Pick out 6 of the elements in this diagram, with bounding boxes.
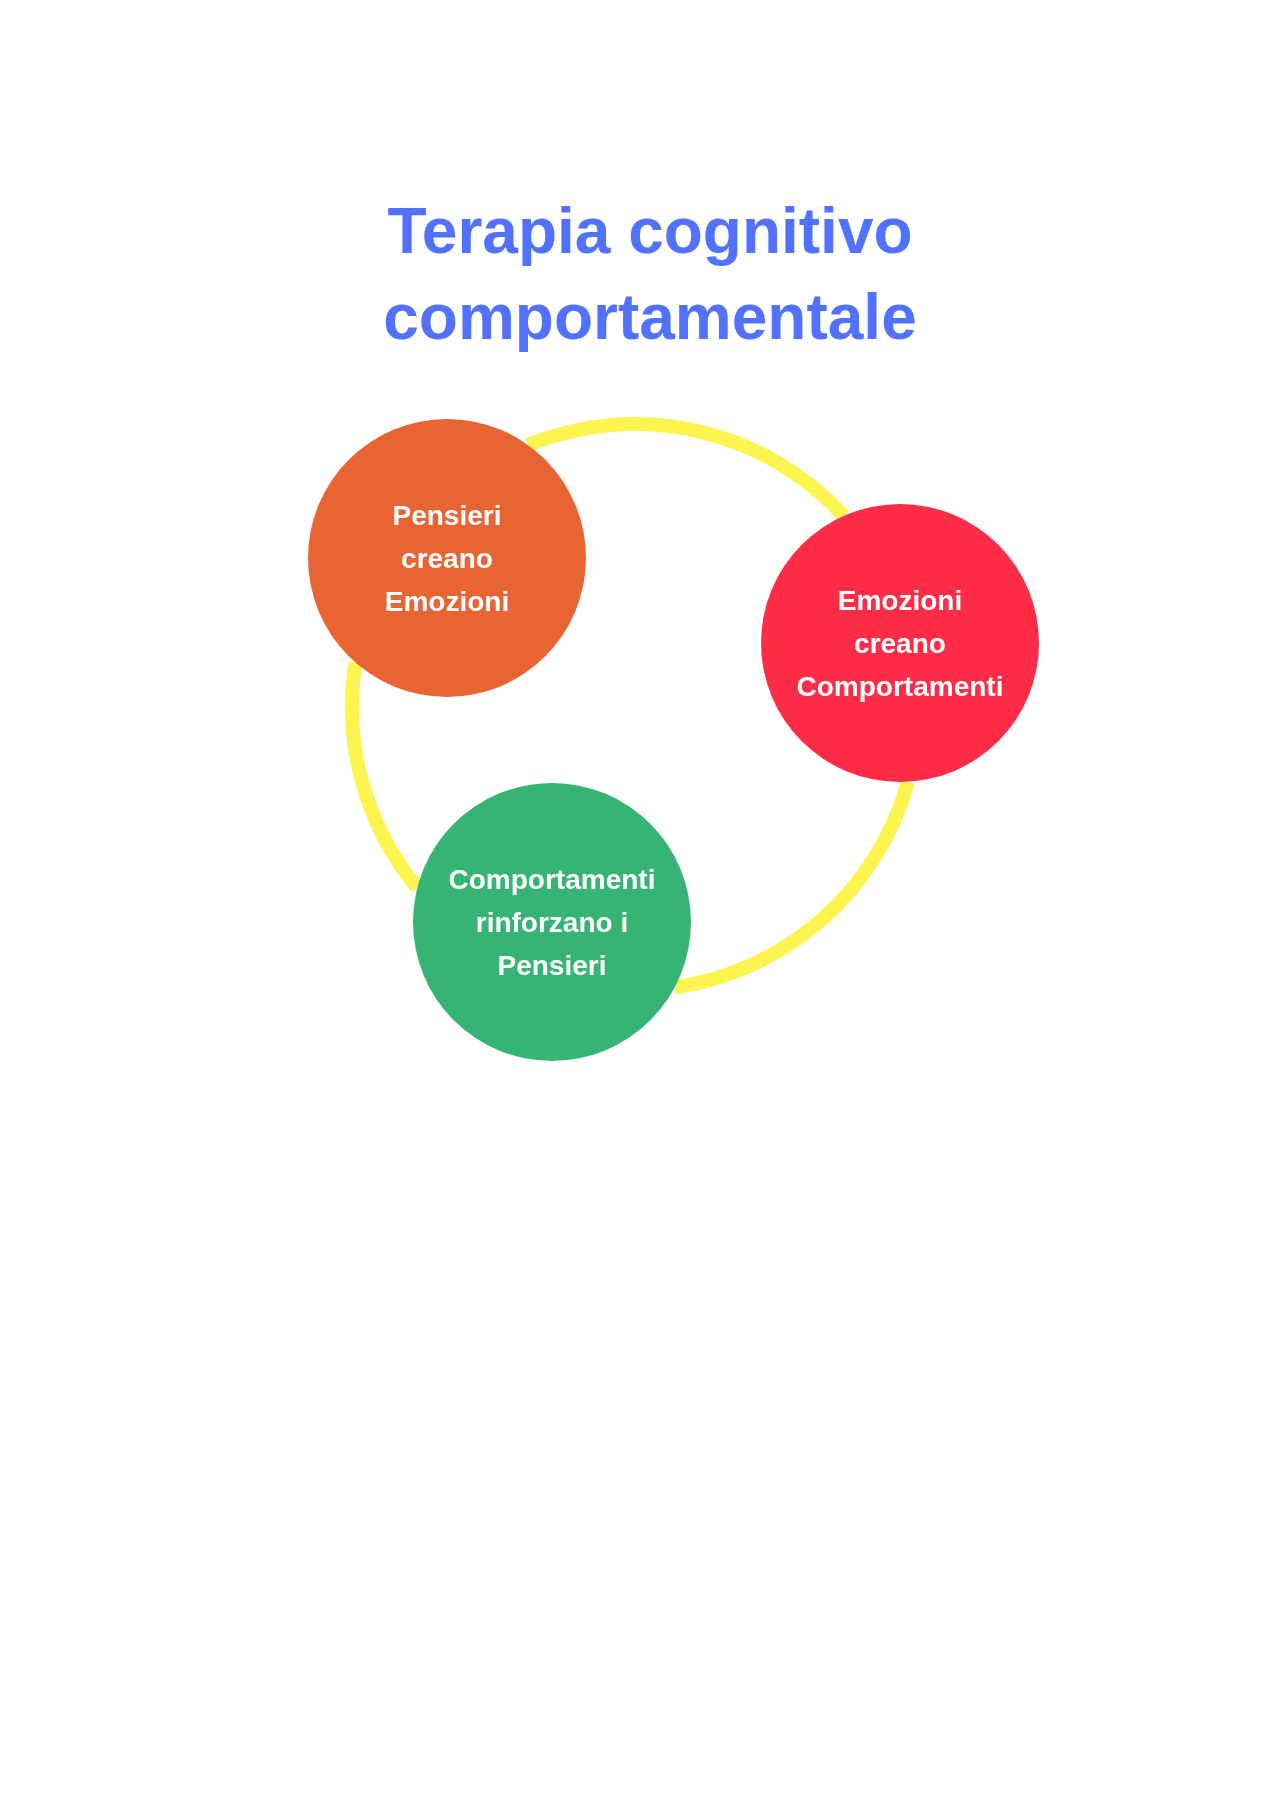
- ring-connector: [525, 417, 849, 521]
- node-label: Pensieri creano Emozioni: [383, 498, 511, 619]
- ring-connector: [673, 779, 915, 995]
- node-label: Emozioni creano Comportamenti: [795, 583, 1005, 704]
- node-label: Comportamenti rinforzano i Pensieri: [447, 862, 657, 983]
- title: Terapia cognitivo comportamentale: [382, 194, 918, 355]
